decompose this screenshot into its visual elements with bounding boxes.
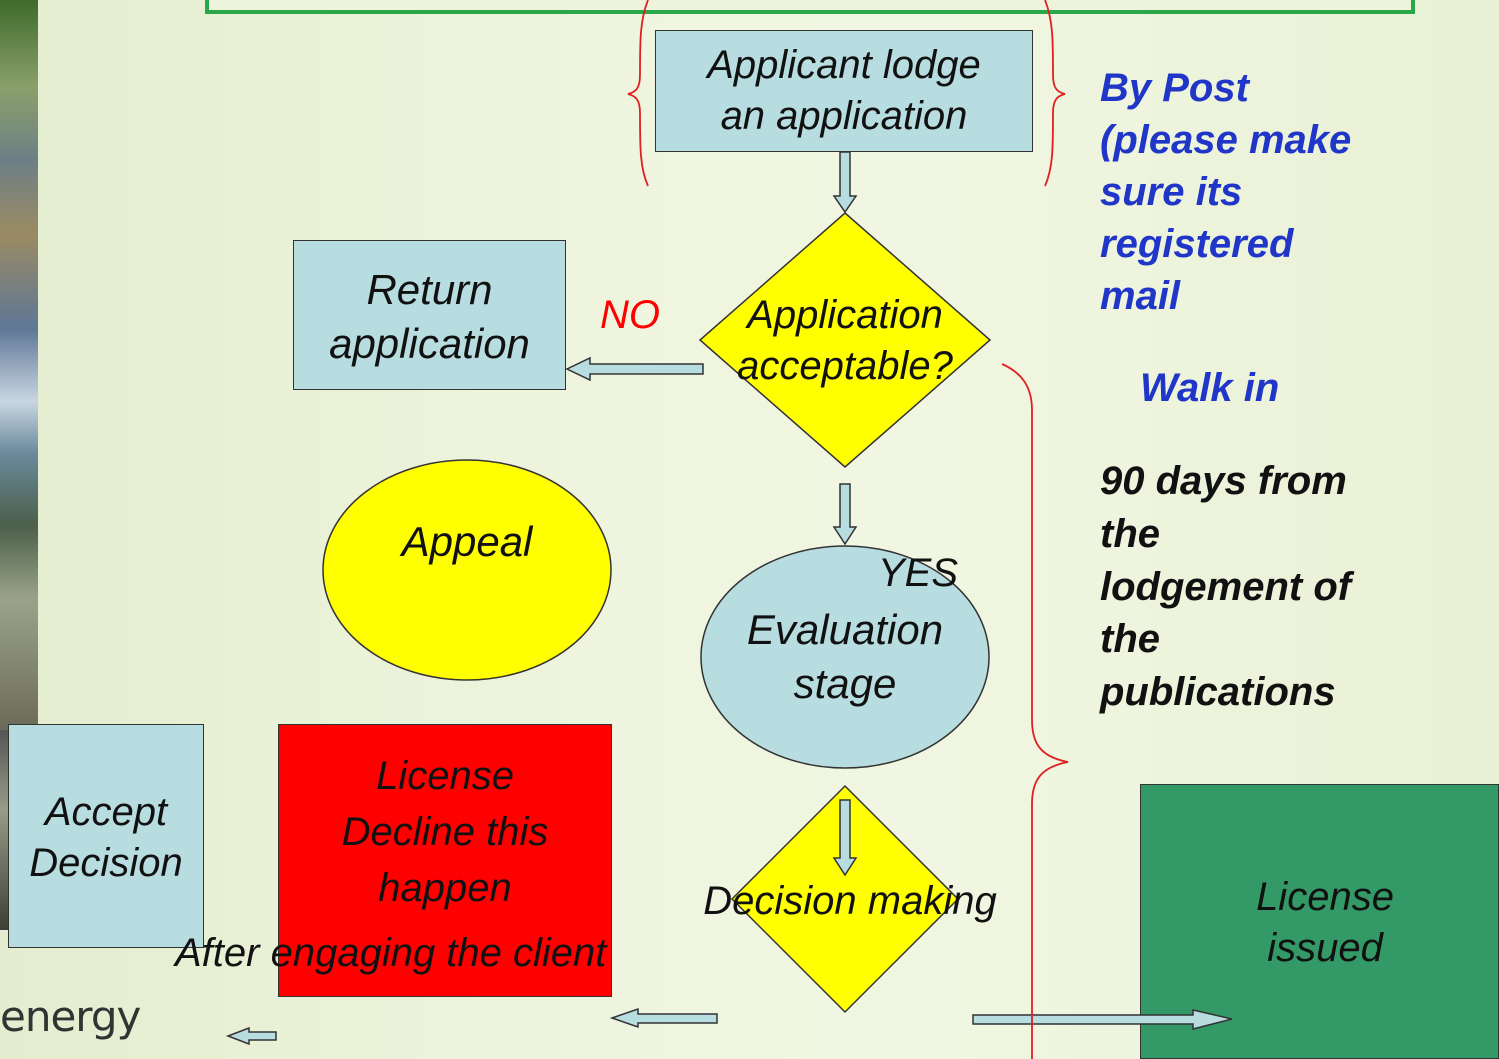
- edge-label-yes: YES: [878, 551, 959, 595]
- node-issued-label: License issued: [1256, 875, 1394, 971]
- edge-label-client: After engaging the client: [175, 931, 607, 975]
- node-evaluation-label: Evaluation stage: [746, 606, 944, 707]
- node-acceptable-label: Application acceptable?: [737, 293, 953, 389]
- note-walk-in: Walk in: [1140, 366, 1280, 410]
- arrow-lodge-to-acceptable: [832, 151, 858, 214]
- node-accept-label: Accept Decision: [29, 790, 183, 886]
- node-decision-diamond: [730, 784, 960, 1014]
- node-appeal-ellipse: [322, 459, 612, 681]
- node-decline: [278, 724, 612, 997]
- edge-label-no: NO: [600, 293, 660, 337]
- note-by-post: By Post (please make sure its registered…: [1100, 66, 1352, 318]
- brace-right: [1044, 0, 1066, 187]
- brace-left: [627, 0, 649, 187]
- node-evaluation-ellipse: [700, 545, 990, 769]
- node-return: [293, 240, 566, 390]
- arrow-small-left: [225, 1026, 277, 1046]
- node-lodge-label: Applicant lodge an application: [707, 43, 981, 139]
- title-frame: [205, 0, 1415, 14]
- node-appeal-label: Appeal: [401, 518, 533, 565]
- arrow-decision-left: [609, 1007, 718, 1029]
- arrow-into-decision: [832, 799, 858, 877]
- node-decision-label: Decision making: [703, 879, 997, 923]
- arrow-to-issued: [972, 1009, 1233, 1030]
- arrow-to-return: [565, 356, 704, 382]
- decorative-photo-strip: [0, 0, 38, 730]
- footer-logo-text: energy: [0, 992, 141, 1041]
- node-acceptable-diamond: [698, 212, 992, 468]
- note-90-days: 90 days from the lodgement of the public…: [1100, 459, 1352, 715]
- arrow-acceptable-to-evaluation: [832, 483, 858, 546]
- brace-timeline: [1001, 363, 1069, 1059]
- node-return-label: Return application: [329, 266, 530, 367]
- node-accept: [8, 724, 204, 948]
- node-decline-label: License Decline this happen: [341, 754, 549, 910]
